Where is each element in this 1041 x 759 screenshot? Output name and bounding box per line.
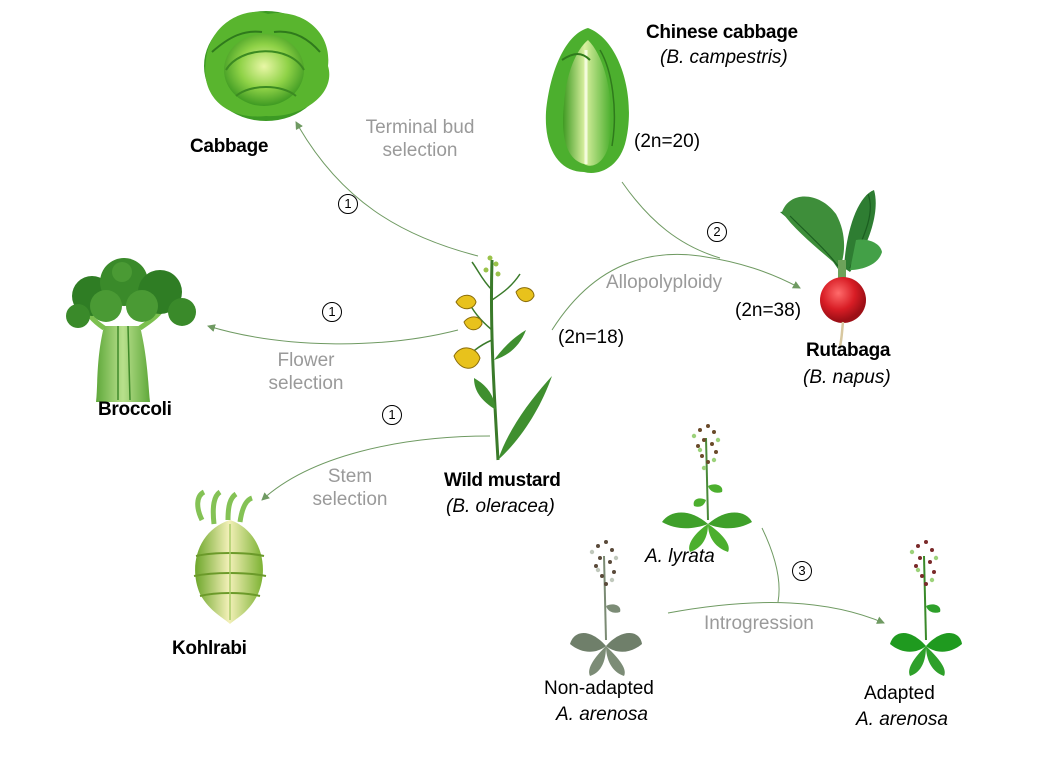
arrow-lyrata [762,528,779,602]
introgression-label: Introgression [704,613,814,636]
chinese-cabbage-illustration [546,28,629,173]
adapted-scientific-name: A. arenosa [856,709,948,732]
allopolyploidy-label: Allopolyploidy [606,272,722,295]
non-adapted-scientific-name: A. arenosa [556,704,648,727]
non-adapted-illustration [570,540,642,676]
terminal-bud-selection-label: Terminal bud selection [350,117,490,163]
step-1-badge-cabbage: 1 [338,194,358,214]
chinese-cabbage-scientific-name: (B. campestris) [660,47,788,70]
step-2-badge-allopolyploidy: 2 [707,222,727,242]
lyrata-label: A. lyrata [645,546,715,569]
rutabaga-label: Rutabaga [806,340,890,363]
step-1-badge-broccoli: 1 [322,302,342,322]
wild-mustard-chromosomes: (2n=18) [558,327,624,350]
arrow-allopolyploidy-chinese [622,182,720,258]
cabbage-label: Cabbage [190,136,268,159]
chinese-cabbage-label: Chinese cabbage [646,22,798,45]
wild-mustard-scientific-name: (B. oleracea) [446,496,555,519]
rutabaga-scientific-name: (B. napus) [803,367,891,390]
step-1-badge-kohlrabi: 1 [382,405,402,425]
flower-line-2: selection [256,373,356,396]
stem-selection-label: Stem selection [300,466,400,512]
broccoli-label: Broccoli [98,399,172,422]
non-adapted-label: Non-adapted [544,678,654,701]
adapted-label: Adapted [864,683,935,706]
flower-selection-label: Flower selection [256,350,356,396]
broccoli-illustration [66,258,196,402]
arrow-flower [208,326,458,344]
adapted-illustration [890,540,962,676]
stem-line-1: Stem [300,466,400,489]
kohlrabi-illustration [194,492,266,624]
terminal-bud-line-1: Terminal bud [350,117,490,140]
terminal-bud-line-2: selection [350,140,490,163]
wild-mustard-illustration [454,256,552,461]
step-3-badge-introgression: 3 [792,561,812,581]
cabbage-illustration [204,11,329,121]
rutabaga-chromosomes: (2n=38) [735,300,801,323]
lyrata-illustration [662,424,752,552]
stem-line-2: selection [300,489,400,512]
wild-mustard-label: Wild mustard [444,470,561,493]
kohlrabi-label: Kohlrabi [172,638,247,661]
chinese-cabbage-chromosomes: (2n=20) [634,131,700,154]
flower-line-1: Flower [256,350,356,373]
